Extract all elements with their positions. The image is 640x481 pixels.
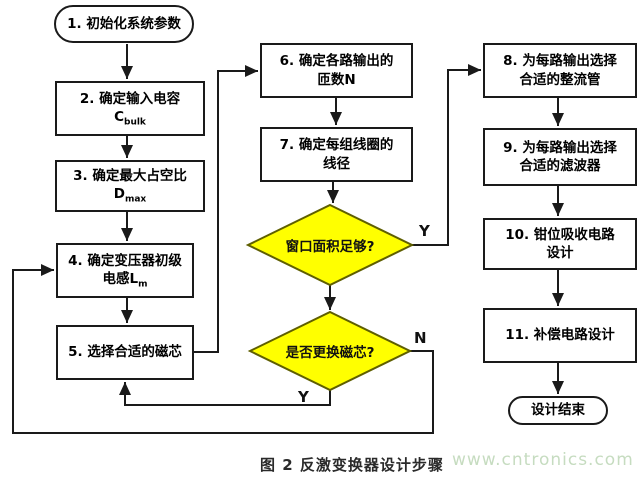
node-start-label: 1. 初始化系统参数: [67, 15, 181, 32]
edge-decision2-yes-to-step5: [119, 382, 331, 406]
node-step3-line1: 3. 确定最大占空比: [73, 168, 187, 185]
decision2-diamond-shape: [247, 310, 413, 392]
node-end-label: 设计结束: [531, 402, 585, 419]
node-step4: 4. 确定变压器初级 电感Lm: [56, 243, 194, 298]
node-step5-label: 5. 选择合适的磁芯: [68, 344, 182, 361]
edge-decision1-yes-to-step8: [412, 64, 481, 246]
node-step5: 5. 选择合适的磁芯: [56, 325, 194, 380]
figure-caption: 图 2 反激变换器设计步骤: [260, 456, 444, 474]
node-step10-line1: 10. 钳位吸收电路: [505, 226, 615, 243]
node-step4-line2: 电感Lm: [102, 270, 148, 290]
node-start: 1. 初始化系统参数: [54, 5, 194, 43]
node-step6-line2: 匝数N: [317, 71, 356, 88]
decision1-yes-label: Y: [419, 222, 430, 240]
node-step9: 9. 为每路输出选择 合适的滤波器: [483, 128, 637, 186]
node-step6: 6. 确定各路输出的 匝数N: [260, 43, 413, 98]
node-step8: 8. 为每路输出选择 合适的整流管: [483, 43, 637, 98]
node-step3: 3. 确定最大占空比 Dmax: [55, 160, 205, 212]
node-step9-line1: 9. 为每路输出选择: [503, 139, 617, 156]
node-step7-line1: 7. 确定每组线圈的: [279, 137, 394, 154]
node-step10: 10. 钳位吸收电路 设计: [483, 218, 637, 270]
node-step2-line2: Cbulk: [114, 108, 146, 128]
node-step11: 11. 补偿电路设计: [483, 308, 637, 363]
node-step7-line2: 线径: [323, 155, 350, 172]
watermark-text: www.cntronics.com: [452, 450, 634, 470]
node-step2-line1: 2. 确定输入电容: [79, 90, 181, 107]
decision1-diamond-shape: [245, 203, 415, 287]
node-step4-line1: 4. 确定变压器初级: [68, 252, 182, 269]
decision2-label: 是否更换磁芯?: [285, 345, 375, 361]
edge-step5-to-step6: [194, 65, 258, 353]
node-step11-label: 11. 补偿电路设计: [505, 327, 615, 344]
decision1-label: 窗口面积足够?: [285, 239, 375, 255]
node-end: 设计结束: [508, 396, 608, 425]
decision2-yes-label: Y: [298, 388, 309, 406]
node-step8-line1: 8. 为每路输出选择: [503, 53, 617, 70]
edge-decision2-no-to-step4: [12, 264, 434, 434]
node-step7: 7. 确定每组线圈的 线径: [260, 127, 413, 182]
decision2-no-label: N: [414, 329, 427, 347]
node-step8-line2: 合适的整流管: [519, 71, 601, 88]
node-step10-line2: 设计: [546, 245, 574, 261]
node-step9-line2: 合适的滤波器: [519, 158, 601, 174]
node-step6-line1: 6. 确定各路输出的: [279, 53, 394, 70]
node-step3-line2: Dmax: [113, 186, 147, 205]
node-step2: 2. 确定输入电容 Cbulk: [55, 81, 205, 136]
